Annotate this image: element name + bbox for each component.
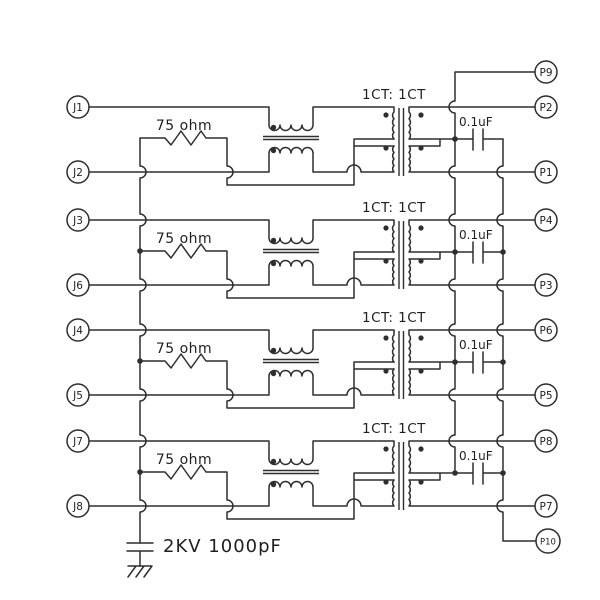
resistor-label: 75 ohm — [156, 118, 212, 134]
capacitor-label: 0.1uF — [459, 228, 493, 242]
pin-label-j8: J8 — [72, 501, 83, 513]
transformer-ratio-label: 1CT: 1CT — [362, 200, 426, 216]
resistor-label: 75 ohm — [156, 341, 212, 357]
capacitor-label: 0.1uF — [459, 449, 493, 463]
pin-label-j3: J3 — [72, 215, 83, 227]
pin-label-p8: P8 — [539, 436, 552, 448]
pin-label-p6: P6 — [539, 325, 552, 337]
junction-dot — [500, 359, 506, 365]
bulk-capacitor-label: 2KV 1000pF — [163, 536, 282, 557]
bulk-capacitor — [126, 542, 154, 567]
pin-label-p10: P10 — [540, 538, 556, 548]
junction-dot — [500, 470, 506, 476]
junction-dot — [137, 358, 143, 364]
junction-dot — [452, 470, 458, 476]
pin-label-j5: J5 — [72, 390, 83, 402]
resistor-label: 75 ohm — [156, 231, 212, 247]
pin-label-p1: P1 — [539, 167, 552, 179]
resistor-label: 75 ohm — [156, 452, 212, 468]
junction-dot — [452, 249, 458, 255]
pin-label-p3: P3 — [539, 280, 552, 292]
pin-label-p5: P5 — [539, 390, 552, 402]
pin-label-j1: J1 — [72, 102, 83, 114]
pin-label-p4: P4 — [539, 215, 552, 227]
capacitor-rail-p10 — [496, 138, 537, 542]
transformer-ratio-label: 1CT: 1CT — [362, 87, 426, 103]
junction-dot — [137, 469, 143, 475]
pin-label-p9: P9 — [539, 67, 552, 79]
junction-dot — [500, 249, 506, 255]
junction-dot — [452, 136, 458, 142]
transformer-ratio-label: 1CT: 1CT — [362, 310, 426, 326]
pin-label-p7: P7 — [539, 501, 552, 513]
junction-dot — [452, 359, 458, 365]
chassis-ground-icon — [127, 565, 153, 578]
pin-label-j2: J2 — [72, 167, 83, 179]
junction-dots — [137, 136, 506, 476]
capacitor-label: 0.1uF — [459, 115, 493, 129]
pin-p10-circle — [535, 528, 561, 554]
pin-label-p2: P2 — [539, 102, 552, 114]
capacitor-label: 0.1uF — [459, 338, 493, 352]
pin-label-j6: J6 — [72, 280, 83, 292]
pin-p9-circle — [534, 60, 558, 84]
ground-rail — [139, 137, 147, 544]
pin-label-j4: J4 — [72, 325, 83, 337]
transformer-ratio-label: 1CT: 1CT — [362, 421, 426, 437]
junction-dot — [137, 248, 143, 254]
center-tap-rail-p9 — [448, 71, 536, 474]
pin-label-j7: J7 — [72, 436, 83, 448]
